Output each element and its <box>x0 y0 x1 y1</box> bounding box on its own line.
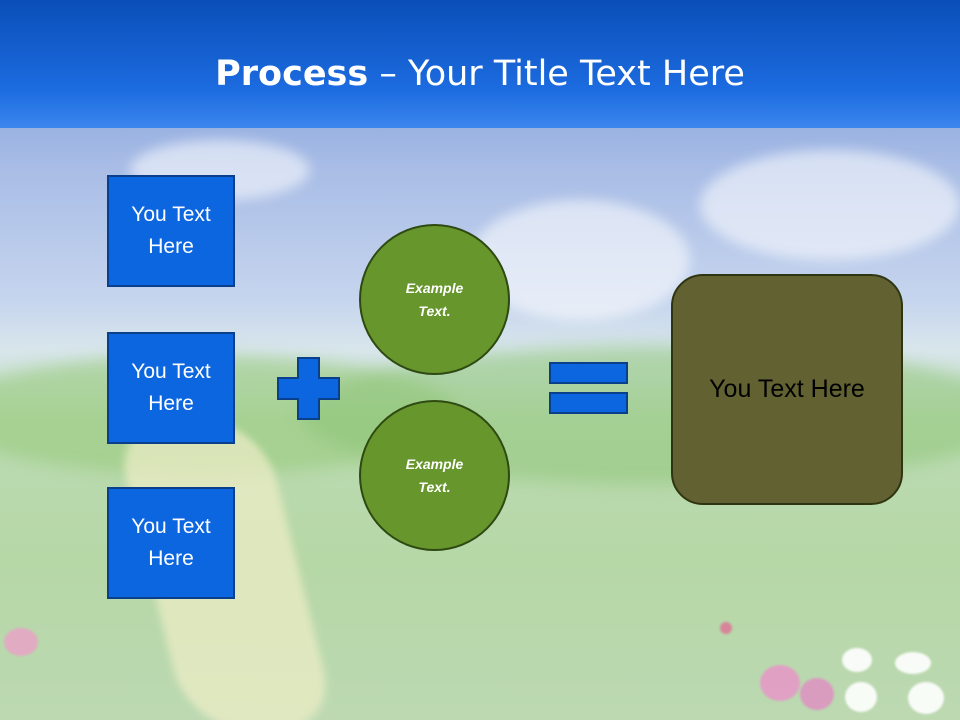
title-bold: Process <box>215 54 369 94</box>
flower <box>800 678 834 710</box>
example-circle-2[interactable]: Example Text. <box>359 400 510 551</box>
flower <box>720 622 732 634</box>
slide-title: Process – Your Title Text Here <box>0 52 960 96</box>
flower <box>845 682 877 712</box>
plus-icon <box>277 357 340 420</box>
flower <box>908 682 944 714</box>
input-box-2[interactable]: You Text Here <box>107 332 235 444</box>
flower <box>4 628 38 656</box>
result-box[interactable]: You Text Here <box>671 274 903 505</box>
cloud <box>700 150 960 260</box>
title-rest: Your Title Text Here <box>407 54 745 94</box>
input-box-3[interactable]: You Text Here <box>107 487 235 599</box>
title-bar <box>0 0 960 128</box>
flower <box>895 652 931 674</box>
flower <box>760 665 800 701</box>
input-box-1[interactable]: You Text Here <box>107 175 235 287</box>
flower <box>842 648 872 672</box>
title-separator: – <box>368 54 408 94</box>
equals-icon <box>549 362 628 414</box>
example-circle-1[interactable]: Example Text. <box>359 224 510 375</box>
